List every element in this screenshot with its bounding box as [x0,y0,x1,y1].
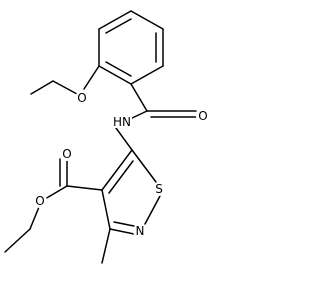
bond-ring-c4-ester-carbon [66,185,103,191]
ester-carbonyl-oxygen-label: O [62,147,71,161]
ester-single-oxygen-mask [33,194,47,208]
bond-ring-c3-c4 [101,189,111,230]
ring-sulfur-mask [152,182,166,196]
bond-ring-c4-c5-2 [108,160,134,194]
molecule-structure: O O HN O O S N [4,10,210,264]
bond-ether-oxygen-ch2 [52,80,78,95]
bond-ring-c5-s [131,149,157,183]
bond-benzene-inner-3 [105,61,132,77]
bond-ring-s-n [144,195,161,225]
amide-nitrogen-label: HN [113,115,131,129]
bond-carbonyl-nh [129,110,148,120]
ring-sulfur-label: S [155,182,163,196]
ring-nitrogen-mask [133,224,147,238]
bond-ester-carbon-single-o [44,185,68,200]
bond-ether-ch2-ch3 [30,80,54,95]
ester-carbonyl-oxygen-mask [60,147,74,161]
ether-oxygen-mask [75,91,89,105]
ester-single-oxygen-label: O [35,194,44,208]
bond-aryl-carbonyl [130,83,148,112]
ring-nitrogen-label: N [136,224,145,238]
bond-ring-n-c3-1 [109,228,135,235]
bond-ring-c3-methyl [101,228,111,264]
bond-ring-c4-c5-1 [101,149,133,191]
bond-aryl-ether-oxygen [83,65,100,90]
bonds [4,10,197,264]
ether-oxygen-label: O [77,91,86,105]
bond-benzene-2 [130,10,164,30]
bond-benzene-inner-1 [105,18,132,34]
amide-oxygen-mask [196,109,210,123]
bond-benzene-1 [98,10,132,30]
amide-nitrogen-mask [112,115,132,128]
atom-labels: O O HN O O S N [33,91,210,238]
bond-benzene-4 [130,65,164,85]
bond-ester-o-ch2 [29,206,40,230]
amide-oxygen-label: O [198,109,207,123]
bond-ester-ch2-ch3 [4,228,31,253]
bond-ring-n-c3-2 [113,221,135,227]
bond-nh-ring-c5 [115,127,133,151]
bond-benzene-5 [98,65,132,85]
